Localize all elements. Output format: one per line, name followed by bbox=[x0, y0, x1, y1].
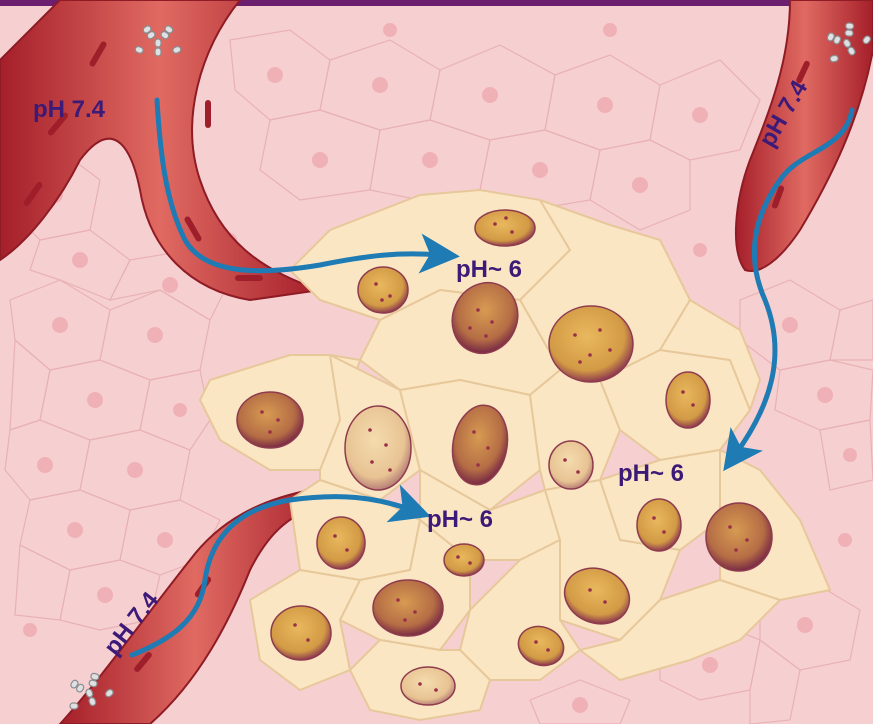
label-tumor-ph-top: pH~ 6 bbox=[456, 256, 522, 284]
label-tumor-ph-bottom: pH~ 6 bbox=[427, 506, 493, 534]
label-tumor-ph-right: pH~ 6 bbox=[618, 460, 684, 488]
label-blood-ph-top-left: pH 7.4 bbox=[33, 96, 105, 124]
